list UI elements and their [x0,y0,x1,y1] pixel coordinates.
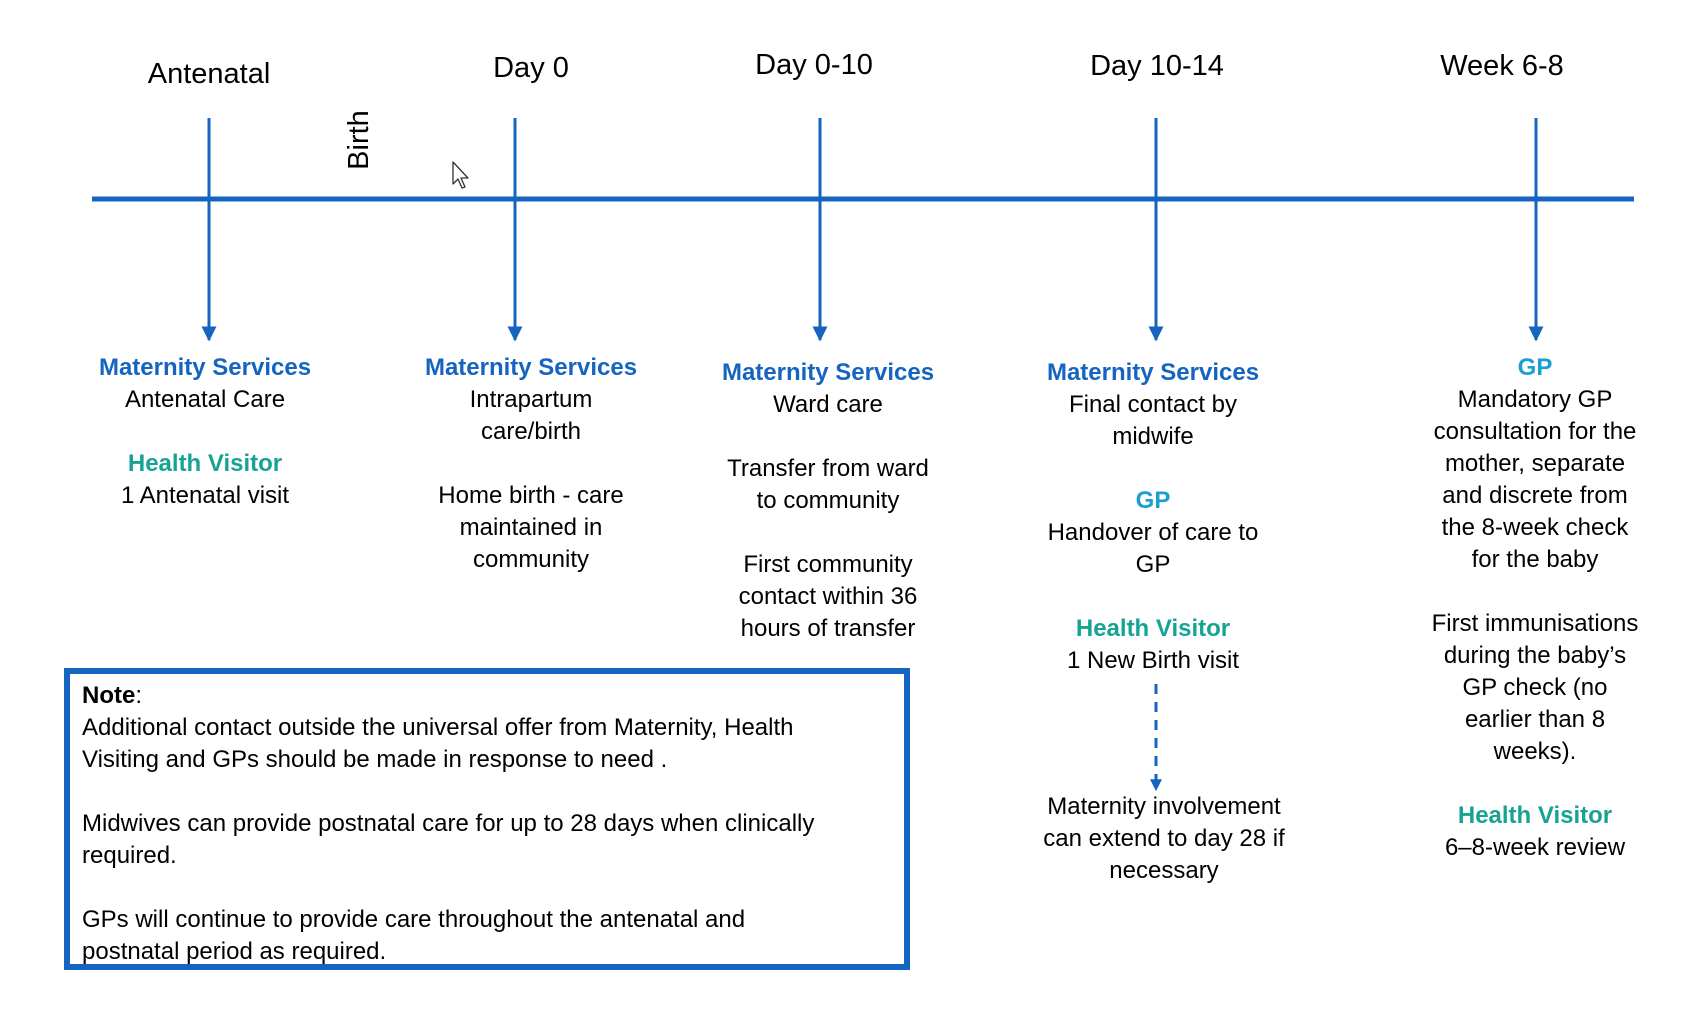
mouse-pointer-icon [452,161,469,189]
note-title-suffix: : [135,682,143,709]
block-heading: GP [1135,487,1171,514]
block-text-line: maintained in [459,514,603,541]
column-week-6-8: GP Mandatory GP consultation for the mother… [1432,352,1639,864]
block-text-line: hours of transfer [740,615,916,642]
block-text-line: Intrapartum [469,386,593,413]
note-title: Note [82,682,136,709]
block-text-line: 1 New Birth visit [1066,647,1240,674]
phase-label-day-0: Day 0 [493,52,569,84]
block-text-line: midwife [1112,423,1194,450]
block-text-line: consultation for the [1433,418,1637,445]
phase-label-day-10-14: Day 10-14 [1090,50,1224,82]
note-text-line: GPs will continue to provide care throug… [82,906,746,933]
block-text-line: 6–8-week review [1444,834,1626,861]
block-text-line: for the baby [1471,546,1599,573]
block-text-line: First community [743,551,913,578]
block-text-line: GP check (no [1462,674,1608,701]
block-heading: Health Visitor [1075,615,1231,642]
phase-label-day-0-10: Day 0-10 [755,49,873,81]
block-text-line: earlier than 8 [1464,706,1606,733]
block-text-line: GP [1135,551,1171,578]
block-text-line: Handover of care to [1047,519,1259,546]
block-heading: Health Visitor [127,450,283,477]
block-text-line: weeks). [1493,738,1577,765]
birth-label: Birth [343,110,375,170]
note-text-line: required. [82,842,177,869]
block-text-line: and discrete from [1442,482,1628,509]
extension-text-line: Maternity involvement [1047,793,1281,820]
block-heading: GP [1517,354,1553,381]
note-text-line: Additional contact outside the universal… [82,714,794,741]
block-text-line: Mandatory GP [1457,386,1613,413]
block-text-line: mother, separate [1444,450,1626,477]
block-text-line: community [472,546,590,573]
note-text-line: Visiting and GPs should be made in respo… [82,746,668,773]
block-heading: Health Visitor [1457,802,1613,829]
block-text-line: to community [756,487,900,514]
note-text-line: Midwives can provide postnatal care for … [82,810,815,837]
extension-text-line: can extend to day 28 if [1043,825,1285,852]
block-text-line: the 8-week check [1441,514,1629,541]
note-box: Note: Additional contact outside the uni… [64,668,910,970]
block-text-line: Transfer from ward [727,455,929,482]
block-heading: Maternity Services [1046,359,1260,386]
block-text-line: 1 Antenatal visit [120,482,290,509]
block-text-line: care/birth [480,418,582,445]
extension-text-line: necessary [1109,857,1219,884]
block-heading: Maternity Services [721,359,935,386]
block-heading: Maternity Services [424,354,638,381]
block-text-line: Home birth - care [438,482,624,509]
block-text-line: First immunisations [1431,610,1639,637]
block-heading: Maternity Services [98,354,312,381]
block-text-line: during the baby’s [1443,642,1627,669]
block-text-line: contact within 36 [738,583,918,610]
note-text-line: postnatal period as required. [82,938,387,965]
note-title-line: Note: [82,680,892,712]
maternity-extension-note: Maternity involvement can extend to day 2… [1043,791,1285,887]
block-text-line: Final contact by [1068,391,1238,418]
phase-label-week-6-8: Week 6-8 [1440,50,1564,82]
block-text-line: Antenatal Care [124,386,286,413]
block-text-line: Ward care [773,391,883,418]
phase-label-antenatal: Antenatal [147,58,271,90]
